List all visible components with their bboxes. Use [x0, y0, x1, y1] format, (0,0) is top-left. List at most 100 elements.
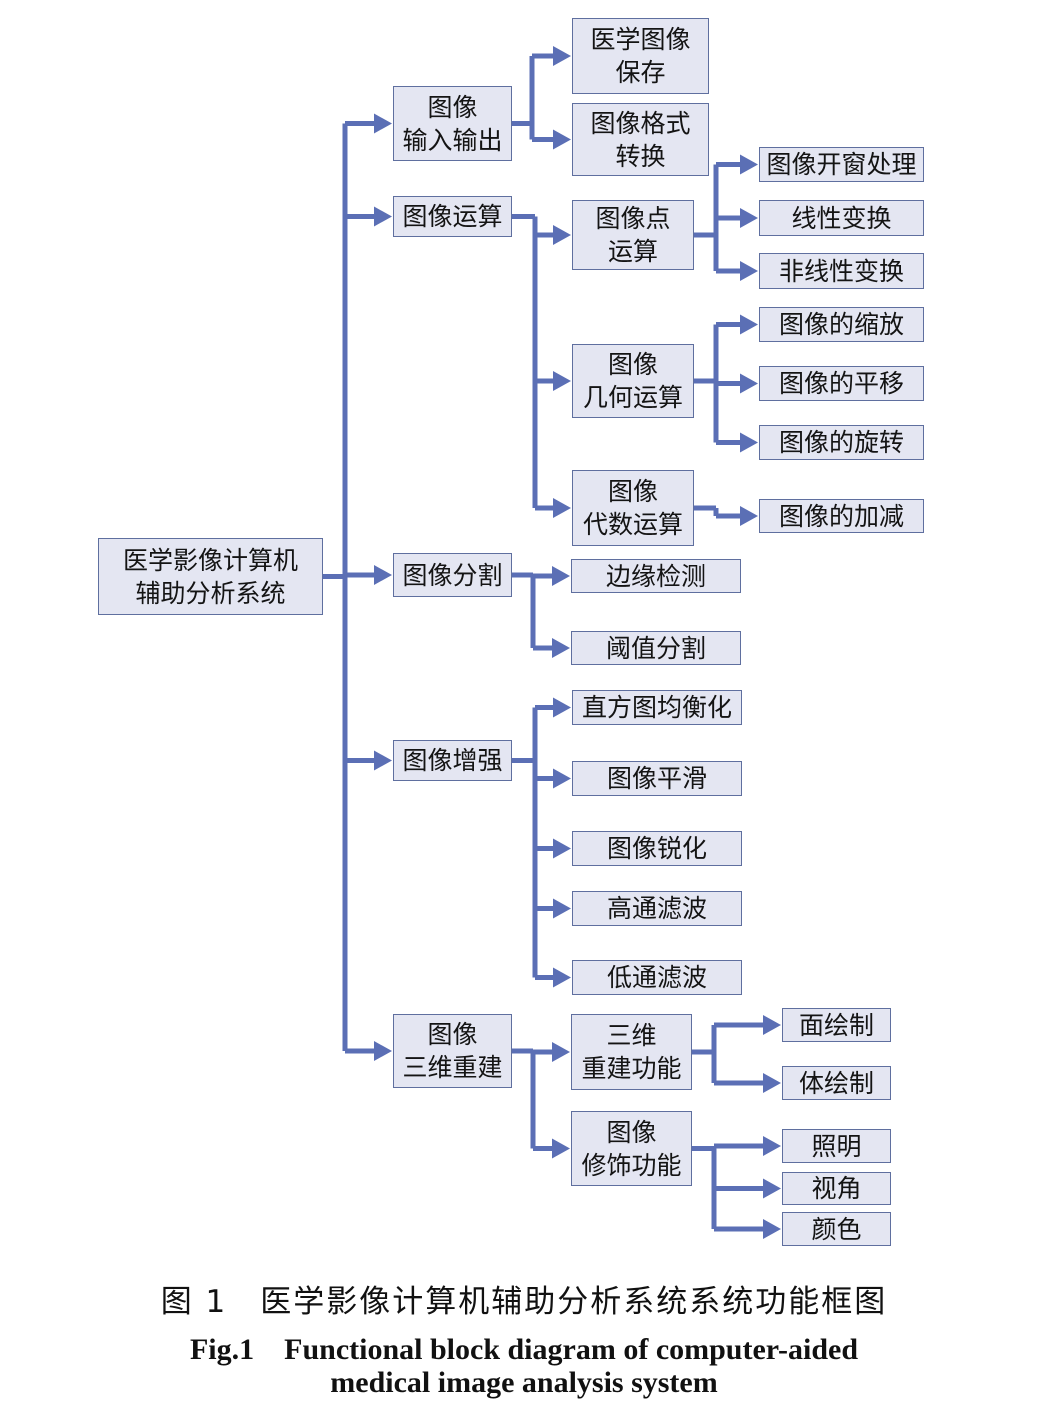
arrowhead-edge: [552, 566, 570, 586]
arrowhead-rotate: [740, 432, 758, 453]
node-sharpen-label: 图像锐化: [606, 834, 707, 863]
node-edge: 边缘检测: [571, 559, 741, 593]
node-translate: 图像的平移: [759, 366, 924, 401]
node-point: 图像点运算: [572, 200, 694, 270]
node-op-label: 图像运算: [402, 202, 503, 231]
arrowhead-volume: [763, 1073, 781, 1093]
arrowhead-enh: [374, 750, 392, 771]
node-decor-label: 修饰功能: [581, 1150, 682, 1180]
node-lowpass-label: 低通滤波: [606, 963, 707, 992]
node-volume-label: 体绘制: [798, 1068, 874, 1098]
arrowhead-lowpass: [553, 967, 571, 988]
node-view-label: 视角: [811, 1174, 862, 1203]
arrowhead-sharpen: [553, 838, 571, 859]
node-thresh: 阈值分割: [571, 631, 741, 665]
node-save-label: 保存: [615, 58, 666, 87]
node-thresh-label: 阈值分割: [605, 633, 706, 663]
arrowhead-surface: [763, 1015, 781, 1035]
node-sharpen: 图像锐化: [572, 831, 742, 866]
node-surface-label: 面绘制: [798, 1010, 874, 1040]
node-linear-label: 线性变换: [791, 203, 892, 233]
node-addsub-label: 图像的加减: [778, 501, 904, 531]
arrowhead-decor: [552, 1138, 570, 1159]
node-smooth: 图像平滑: [572, 761, 742, 796]
arrowhead-nonlinear: [740, 261, 758, 281]
node-nonlinear: 非线性变换: [759, 253, 924, 289]
node-smooth-label: 图像平滑: [606, 764, 707, 793]
arrowhead-linear: [740, 208, 758, 228]
node-hist: 直方图均衡化: [572, 690, 742, 725]
node-decor-label: 图像: [606, 1117, 657, 1147]
node-decor: 图像修饰功能: [571, 1111, 692, 1186]
arrowhead-io: [374, 113, 392, 134]
node-point-label: 图像点: [595, 204, 671, 233]
node-addsub: 图像的加减: [759, 499, 924, 533]
node-color: 颜色: [782, 1212, 891, 1246]
arrowhead-window: [740, 154, 758, 175]
node-fmt-label: 转换: [615, 141, 666, 171]
node-recon-label: 三维重建: [402, 1053, 503, 1082]
node-scale: 图像的缩放: [759, 307, 924, 342]
node-op: 图像运算: [393, 196, 512, 237]
node-geo-label: 图像: [607, 350, 658, 379]
node-recon3d: 三维重建功能: [571, 1014, 692, 1090]
node-highpass-label: 高通滤波: [606, 894, 707, 923]
node-io-label: 输入输出: [402, 125, 503, 155]
node-save: 医学图像保存: [572, 18, 709, 94]
node-translate-label: 图像的平移: [778, 369, 904, 398]
arrowhead-hist: [553, 697, 571, 718]
node-recon3d-label: 三维: [606, 1021, 657, 1050]
node-linear: 线性变换: [759, 200, 924, 236]
node-point-label: 运算: [607, 237, 658, 266]
arrowhead-color: [763, 1219, 781, 1239]
node-root: 医学影像计算机辅助分析系统: [98, 538, 323, 615]
arrowhead-view: [763, 1178, 781, 1199]
figure-caption-english-line2: medical image analysis system: [330, 1366, 718, 1399]
node-seg-label: 图像分割: [402, 560, 503, 590]
arrowhead-seg: [374, 565, 392, 585]
arrowhead-save: [553, 46, 571, 66]
node-surface: 面绘制: [782, 1008, 891, 1042]
node-save-label: 医学图像: [590, 25, 691, 54]
node-window-label: 图像开窗处理: [766, 150, 917, 179]
arrowhead-addsub: [740, 506, 758, 526]
node-nonlinear-label: 非线性变换: [778, 256, 904, 286]
node-recon-label: 图像: [427, 1020, 478, 1049]
node-io-label: 图像: [427, 92, 478, 122]
node-lighting: 照明: [782, 1129, 891, 1163]
arrowhead-point: [553, 225, 571, 245]
node-window: 图像开窗处理: [759, 147, 924, 182]
node-scale-label: 图像的缩放: [778, 310, 904, 339]
node-alg: 图像代数运算: [572, 470, 694, 546]
node-geo: 图像几何运算: [572, 344, 694, 418]
figure-caption-chinese: 图 1 医学影像计算机辅助分析系统系统功能框图: [160, 1284, 888, 1320]
arrowhead-lighting: [763, 1136, 781, 1156]
node-io: 图像输入输出: [393, 86, 512, 161]
node-rotate-label: 图像的旋转: [778, 428, 904, 457]
node-root-label: 医学影像计算机: [122, 545, 298, 575]
node-alg-label: 图像: [607, 477, 658, 506]
node-recon3d-label: 重建功能: [581, 1054, 682, 1083]
node-hist-label: 直方图均衡化: [581, 693, 732, 722]
arrowhead-thresh: [552, 638, 570, 658]
node-recon: 图像三维重建: [393, 1014, 512, 1088]
node-lighting-label: 照明: [811, 1131, 862, 1161]
node-enh-label: 图像增强: [402, 746, 503, 775]
arrowhead-translate: [740, 373, 758, 394]
node-fmt-label: 图像格式: [590, 108, 691, 138]
node-view: 视角: [782, 1172, 891, 1205]
node-geo-label: 几何运算: [582, 383, 683, 412]
node-alg-label: 代数运算: [582, 510, 683, 539]
node-color-label: 颜色: [811, 1214, 862, 1244]
arrowhead-smooth: [553, 768, 571, 789]
node-highpass: 高通滤波: [572, 891, 742, 926]
arrowhead-recon3d: [552, 1042, 570, 1062]
node-fmt: 图像格式转换: [572, 103, 709, 176]
figure-caption-english-line1: Fig.1 Functional block diagram of comput…: [189, 1333, 859, 1366]
arrowhead-fmt: [553, 129, 571, 150]
node-enh: 图像增强: [393, 740, 512, 781]
node-lowpass: 低通滤波: [572, 960, 742, 995]
node-seg: 图像分割: [393, 553, 512, 597]
connector-lines: [323, 46, 781, 1239]
